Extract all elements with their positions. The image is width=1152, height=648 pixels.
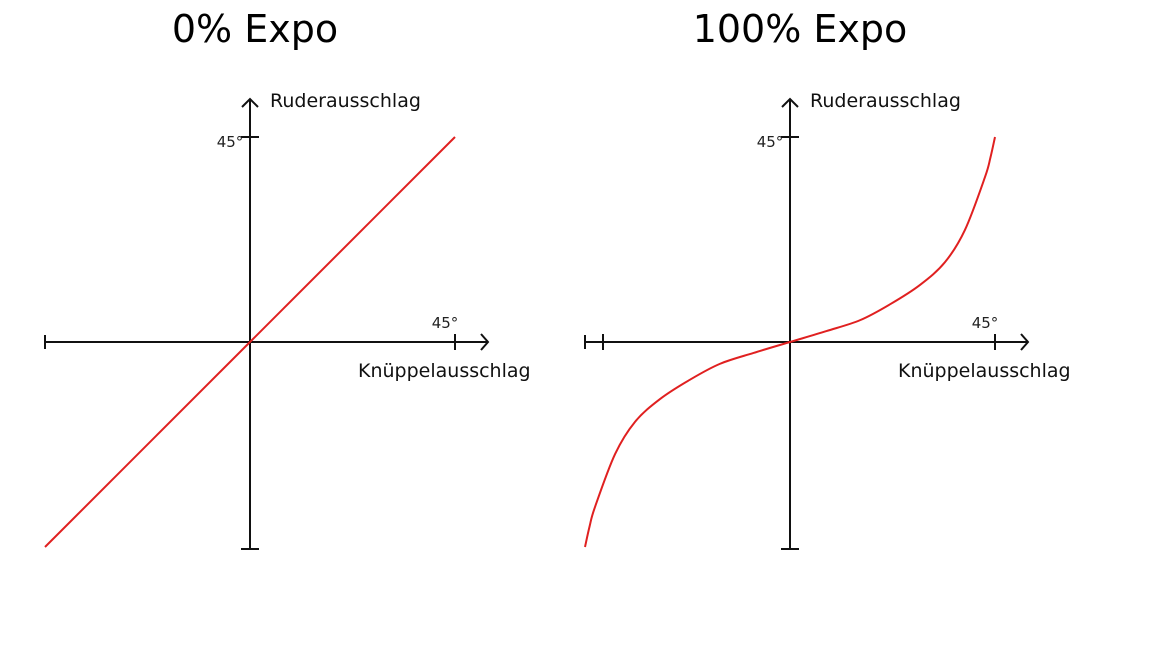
y-axis-label: Ruderausschlag [810, 90, 961, 112]
y-tick-label-45: 45° [757, 133, 784, 151]
x-tick-label-45: 45° [972, 314, 999, 332]
y-axis-label: Ruderausschlag [270, 90, 421, 112]
x-axis-label: Knüppelausschlag [358, 360, 531, 382]
series-line-100-expo [584, 136, 996, 548]
x-axis-arrow [480, 333, 490, 351]
x-tick-label-45: 45° [432, 314, 459, 332]
chart-title: 0% Expo [172, 7, 338, 51]
y-tick-label-45: 45° [217, 133, 244, 151]
series-line-0-expo [44, 136, 456, 548]
x-axis-arrow [1020, 333, 1030, 351]
y-axis-arrow [241, 97, 259, 108]
chart-title: 100% Expo [693, 7, 908, 51]
y-axis-arrow [781, 97, 799, 108]
x-axis-label: Knüppelausschlag [898, 360, 1071, 382]
